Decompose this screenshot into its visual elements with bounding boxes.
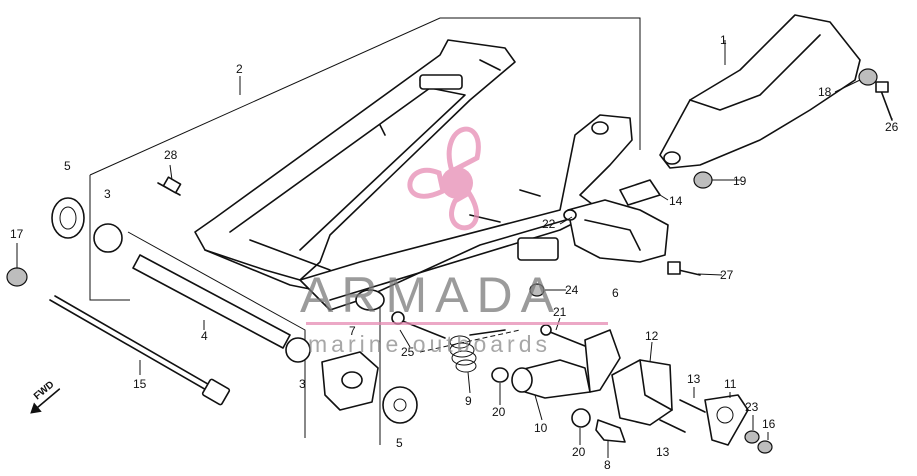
bolts <box>157 81 893 349</box>
callout-7: 7 <box>349 324 356 338</box>
callout-5: 5 <box>64 159 71 173</box>
callout-19: 19 <box>733 174 747 188</box>
tensioner-arm <box>491 329 621 399</box>
spring <box>449 329 506 373</box>
callout-20: 20 <box>492 405 506 419</box>
bushings <box>6 197 418 424</box>
callout-17: 17 <box>10 227 24 241</box>
callout-25: 25 <box>401 345 415 359</box>
pivot-collar <box>132 254 291 349</box>
callout-4: 4 <box>201 329 208 343</box>
callout-15: 15 <box>133 377 147 391</box>
callout-8: 8 <box>604 458 611 472</box>
callout-18: 18 <box>818 85 832 99</box>
chain-guide-plate <box>517 199 669 263</box>
callout-22: 22 <box>542 217 556 231</box>
callout-6: 6 <box>612 286 619 300</box>
swing-arm <box>194 39 633 311</box>
plate-14 <box>619 179 661 206</box>
fwd-arrow: FWD <box>30 379 61 414</box>
pivot-shaft <box>49 295 231 406</box>
fwd-label: FWD <box>32 379 57 402</box>
callout-26: 26 <box>885 120 899 134</box>
callout-13: 13 <box>687 372 701 386</box>
callout-23: 23 <box>745 400 759 414</box>
callout-5-repeat: 5 <box>396 436 403 450</box>
callout-20-repeat: 20 <box>572 445 586 459</box>
callout-14: 14 <box>669 194 683 208</box>
callout-labels: 1 2 3 4 5 6 7 8 10 11 12 13 14 15 16 17 … <box>10 33 899 472</box>
callout-1: 1 <box>720 33 727 47</box>
callout-16: 16 <box>762 417 776 431</box>
small-parts <box>571 68 878 454</box>
callout-11: 11 <box>724 377 737 391</box>
watermark-brand: ARMADA <box>300 267 562 323</box>
callout-3: 3 <box>104 187 111 201</box>
callout-13-repeat: 13 <box>656 445 670 459</box>
leader-lines <box>16 40 893 458</box>
chain-guard <box>659 14 861 169</box>
callout-3-repeat: 3 <box>299 377 306 391</box>
callout-24: 24 <box>565 283 579 297</box>
callout-9: 9 <box>465 394 472 408</box>
watermark: ARMADA marine outboards <box>300 126 608 357</box>
watermark-tagline: marine outboards <box>308 331 551 357</box>
callout-10: 10 <box>534 421 548 435</box>
callout-12: 12 <box>645 329 659 343</box>
link-block <box>321 351 379 411</box>
callout-2: 2 <box>236 62 243 76</box>
watermark-underline <box>306 322 608 325</box>
propeller-logo <box>407 126 481 231</box>
callout-28: 28 <box>164 148 178 162</box>
callout-27: 27 <box>720 268 734 282</box>
callout-21: 21 <box>553 305 567 319</box>
slider-block <box>611 359 673 426</box>
